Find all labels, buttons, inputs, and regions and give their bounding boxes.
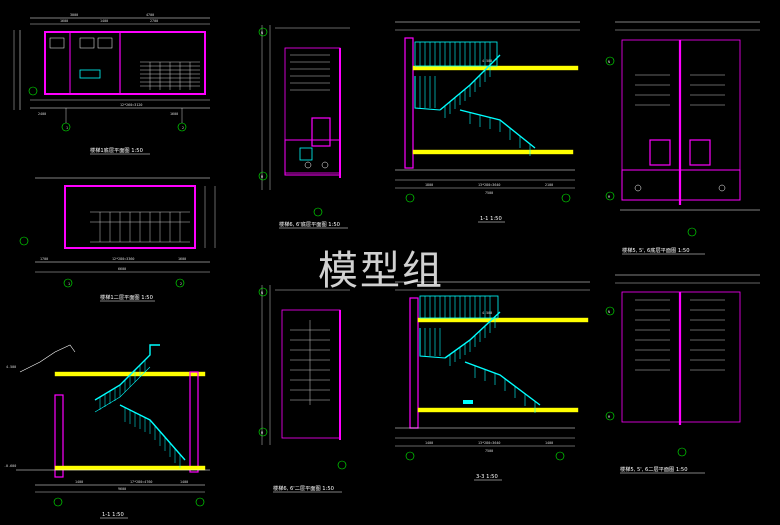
section-1-dim-3: 1400	[180, 480, 188, 484]
watermark-text: 模型组	[318, 248, 444, 294]
plan-4-axis-bottom: M	[261, 431, 263, 435]
stair-plan-4-second: N M 楼梯6, 6'二层平面图 1:50	[258, 285, 350, 493]
section-1-level-top: 4.500	[6, 365, 16, 369]
stair-section-1: 1-1 1:50 4.500 -0.600 1400 17*280=4760 1…	[4, 344, 210, 519]
plan-1-dim-bottom-2: 12*260=3120	[120, 103, 142, 107]
section-3-title: 3-3 1:50	[476, 474, 498, 480]
section-2-dim-2: 13*280=3640	[478, 183, 500, 187]
stair-plan-1-ground: 楼梯1底层平面图 1:50 1 2 2400 12*260=3120 1600 …	[13, 13, 210, 155]
plan-4-axis-top: N	[261, 291, 263, 295]
plan-1-dim-top-1: 3000	[70, 13, 78, 17]
stair-plan-2-second: 楼梯1二层平面图 1:50 1 2 1700 12*280=3360 1600 …	[19, 177, 216, 302]
plan-6-title: 楼梯5, 5', 6二层平面图 1:50	[620, 465, 688, 473]
plan-1-dim-top-3: 1600	[60, 19, 68, 23]
section-3-dim-total: 7500	[485, 449, 493, 453]
plan-1-axis-right: 2	[182, 126, 184, 130]
section-1-dim-total: 9600	[118, 487, 126, 491]
plan-2-dim-3: 1600	[178, 257, 186, 261]
plan-1-dim-top-5: 2700	[150, 19, 158, 23]
plan-2-axis-left: 1	[68, 282, 70, 286]
plan-5-axis-top: N	[608, 60, 610, 64]
plan-2-title: 楼梯1二层平面图 1:50	[100, 293, 153, 301]
plan-5-title: 楼梯5, 5', 6底层平面图 1:50	[622, 246, 690, 254]
stair-section-2: 1-1 1:50 4.500 1800 13*280=3640 2100 750…	[395, 21, 580, 223]
stair-plan-5-ground: N M 楼梯5, 5', 6底层平面图 1:50	[605, 21, 760, 255]
section-3-dim-3: 1400	[545, 441, 553, 445]
section-2-level: 4.500	[482, 59, 492, 63]
plan-6-axis-top: N	[608, 310, 610, 314]
stair-section-3: 3-3 1:50 4.500 1400 13*280=3640 1400 750…	[395, 281, 590, 481]
plan-4-title: 楼梯6, 6'二层平面图 1:50	[273, 484, 334, 492]
section-1-title: 1-1 1:50	[102, 512, 124, 518]
section-2-dim-1: 1800	[425, 183, 433, 187]
section-3-level: 4.500	[482, 311, 492, 315]
stair-plan-6-second: N M 楼梯5, 5', 6二层平面图 1:50	[605, 274, 760, 474]
plan-2-dim-total: 6600	[118, 267, 126, 271]
plan-1-dim-bottom-3: 1600	[170, 112, 178, 116]
section-1-dim-2: 17*280=4760	[130, 480, 152, 484]
section-2-dim-total: 7500	[485, 191, 493, 195]
plan-5-axis-bottom: M	[608, 195, 610, 199]
plan-1-dim-top-2: 4700	[146, 13, 154, 17]
plan-2-dim-2: 12*280=3360	[112, 257, 134, 261]
plan-3-axis-top: N	[261, 31, 263, 35]
plan-3-axis-bottom: M	[261, 175, 263, 179]
plan-1-dim-bottom-1: 2400	[38, 112, 46, 116]
plan-1-axis-left: 1	[66, 126, 68, 130]
section-1-dim-1: 1400	[75, 480, 83, 484]
plan-3-title: 楼梯6, 6'底层平面图 1:50	[279, 220, 340, 228]
section-1-level-bottom: -0.600	[4, 464, 16, 468]
plan-6-axis-bottom: M	[608, 415, 610, 419]
plan-1-dim-top-4: 1400	[100, 19, 108, 23]
section-3-dim-2: 13*280=3640	[478, 441, 500, 445]
plan-2-axis-right: 2	[180, 282, 182, 286]
stair-plan-3-ground: N M 楼梯6, 6'底层平面图 1:50	[258, 25, 350, 229]
plan-2-dim-1: 1700	[40, 257, 48, 261]
section-2-dim-3: 2100	[545, 183, 553, 187]
section-3-dim-1: 1400	[425, 441, 433, 445]
plan-1-title: 楼梯1底层平面图 1:50	[90, 146, 143, 154]
section-2-title: 1-1 1:50	[480, 216, 502, 222]
